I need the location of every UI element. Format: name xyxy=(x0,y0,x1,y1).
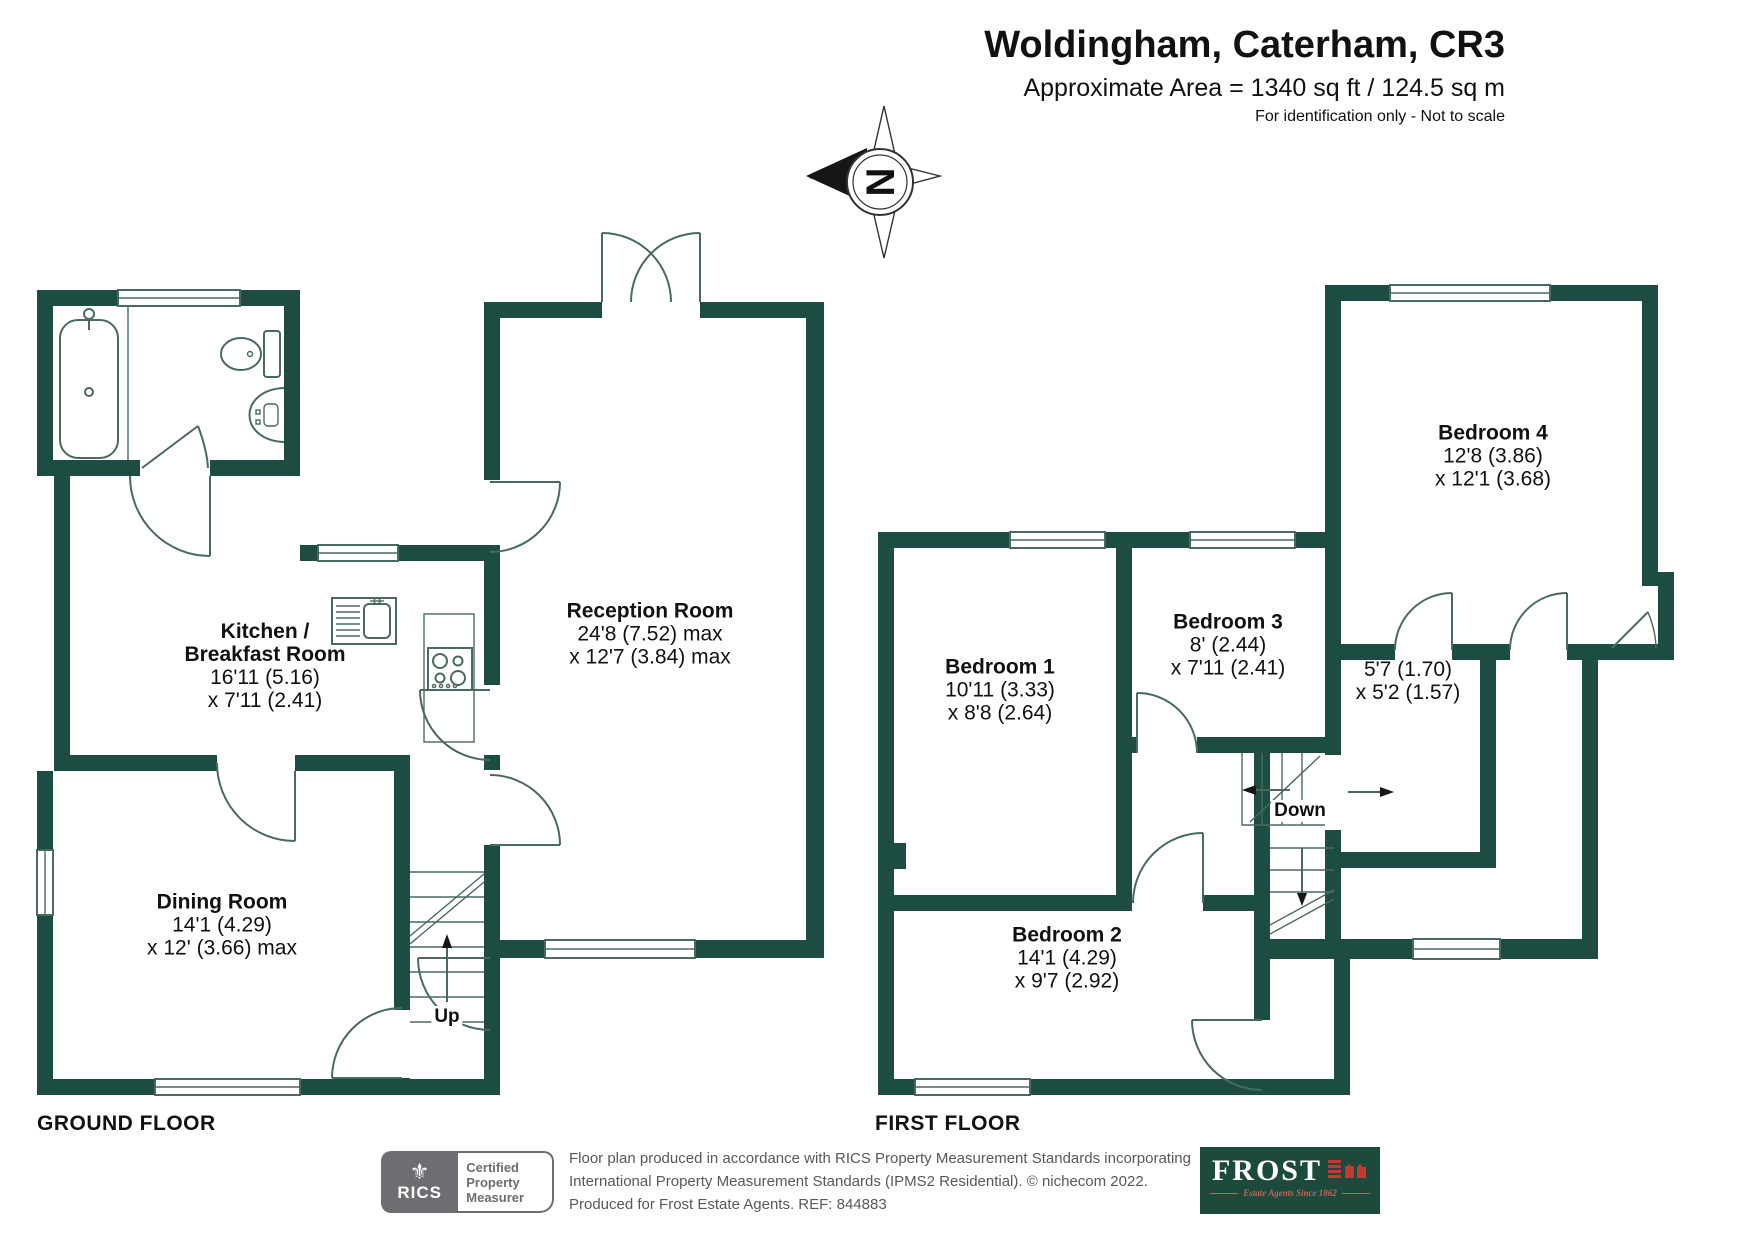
tagline-rule-right xyxy=(1341,1192,1370,1194)
rics-certification-text: Certified Property Measurer xyxy=(458,1151,554,1213)
room-label-kitchen: Kitchen / Breakfast Room 16'11 (5.16) x … xyxy=(184,620,346,712)
room-label-dining: Dining Room 14'1 (4.29) x 12' (3.66) max xyxy=(147,890,297,960)
compass-north-letter: N xyxy=(859,168,903,197)
compass-rose: N xyxy=(806,105,943,259)
frost-tagline: Estate Agents Since 1862 xyxy=(1200,1188,1380,1198)
ground-floor-windows xyxy=(36,289,696,1096)
disclaimer-line-1: Floor plan produced in accordance with R… xyxy=(569,1150,1191,1167)
rics-lion-icon: ⚜ xyxy=(409,1159,430,1184)
disclaimer-line-2: International Property Measurement Stand… xyxy=(569,1173,1148,1190)
first-floor-plan xyxy=(878,284,1674,1096)
ground-floor-plan xyxy=(36,232,824,1096)
footer-disclaimer: Floor plan produced in accordance with R… xyxy=(569,1147,1209,1216)
down-arrow-icon xyxy=(1297,893,1307,906)
hob-icon xyxy=(423,613,475,743)
rics-logo: ⚜ RICS xyxy=(381,1151,459,1213)
disclaimer-line-3: Produced for Frost Estate Agents. REF: 8… xyxy=(569,1196,887,1213)
first-floor-label: FIRST FLOOR xyxy=(875,1112,1021,1135)
first-floor-windows xyxy=(914,284,1551,1096)
frost-buildings-icon xyxy=(1328,1160,1367,1178)
first-floor-walls xyxy=(878,285,1674,1095)
up-arrow-icon xyxy=(442,934,452,948)
stairs-right-arrow-icon xyxy=(1380,787,1394,797)
sink-icon xyxy=(248,387,285,443)
first-floor-doors xyxy=(1132,592,1657,1091)
room-label-landing: 5'7 (1.70) x 5'2 (1.57) xyxy=(1355,658,1461,704)
kitchen-sink-unit-icon xyxy=(331,597,397,645)
bathtub-icon xyxy=(59,306,129,460)
frost-estate-agents-logo: FROST Estate Agents Since 1862 xyxy=(1200,1147,1380,1214)
tagline-rule-left xyxy=(1210,1192,1239,1194)
room-label-bedroom4: Bedroom 4 12'8 (3.86) x 12'1 (3.68) xyxy=(1434,421,1552,491)
page-title: Woldingham, Caterham, CR3 xyxy=(984,24,1505,66)
stairs-left-arrow-icon xyxy=(1242,785,1256,795)
stairs-down-label: Down xyxy=(1271,800,1329,822)
frost-brand: FROST xyxy=(1211,1154,1323,1187)
room-label-bedroom1: Bedroom 1 10'11 (3.33) x 8'8 (2.64) xyxy=(945,655,1055,725)
rics-brand: RICS xyxy=(397,1183,442,1202)
rics-certified-badge: ⚜ RICS Certified Property Measurer xyxy=(381,1151,554,1213)
scale-note: For identification only - Not to scale xyxy=(1255,108,1505,125)
stairs-up-label: Up xyxy=(431,1006,463,1028)
ground-floor-walls xyxy=(37,290,824,1095)
ground-floor-stairs xyxy=(409,871,485,1023)
room-label-bedroom2: Bedroom 2 14'1 (4.29) x 9'7 (2.92) xyxy=(1012,923,1122,993)
toilet-icon xyxy=(220,330,281,378)
room-label-bedroom3: Bedroom 3 8' (2.44) x 7'11 (2.41) xyxy=(1170,610,1286,680)
room-label-reception: Reception Room 24'8 (7.52) max x 12'7 (3… xyxy=(566,599,734,669)
approximate-area: Approximate Area = 1340 sq ft / 124.5 sq… xyxy=(1023,74,1505,102)
ground-floor-label: GROUND FLOOR xyxy=(37,1112,216,1135)
